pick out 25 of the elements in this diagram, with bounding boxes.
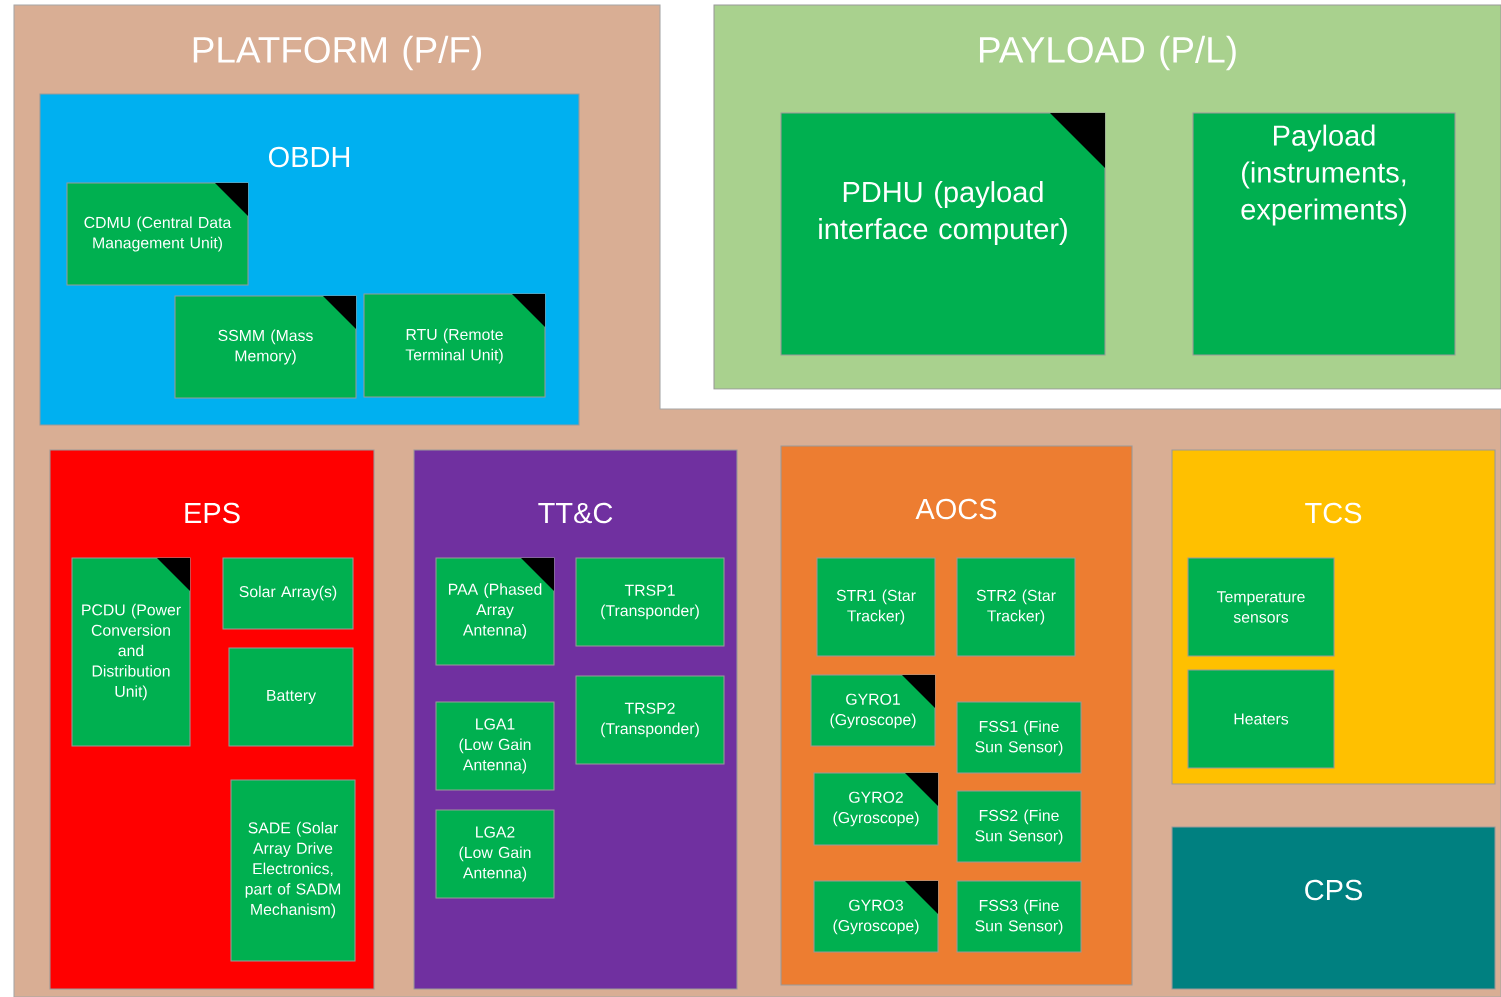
subsystem-panel: CPS xyxy=(1171,826,1496,990)
unit-box: FSS1 (Fine Sun Sensor) xyxy=(956,701,1082,774)
unit-box: Solar Array(s) xyxy=(222,557,354,630)
unit-box: Heaters xyxy=(1187,669,1335,769)
unit-box: GYRO3 (Gyroscope) xyxy=(813,880,939,953)
unit-box: PCDU (Power Conversion and Distribution Unit) xyxy=(71,557,191,747)
unit-box: Battery xyxy=(228,647,354,747)
unit-box: SSMM (Mass Memory) xyxy=(174,295,357,399)
unit-box: STR1 (Star Tracker) xyxy=(816,557,936,657)
unit-box: FSS3 (Fine Sun Sensor) xyxy=(956,880,1082,953)
unit-box: SADE (Solar Array Drive Electronics, part of SADM Mechanism) xyxy=(230,779,356,962)
unit-box: CDMU (Central Data Management Unit) xyxy=(66,182,249,286)
unit-box: STR2 (Star Tracker) xyxy=(956,557,1076,657)
unit-box: TRSP1 (Transponder) xyxy=(575,557,725,647)
unit-box: RTU (Remote Terminal Unit) xyxy=(363,293,546,398)
unit-box: Temperature sensors xyxy=(1187,557,1335,657)
unit-box: GYRO2 (Gyroscope) xyxy=(813,772,939,846)
unit-box: PDHU (payload interface computer) xyxy=(780,112,1106,356)
unit-box: LGA1 (Low Gain Antenna) xyxy=(435,701,555,791)
unit-box: PAA (Phased Array Antenna) xyxy=(435,557,555,666)
unit-box: TRSP2 (Transponder) xyxy=(575,675,725,765)
unit-box: GYRO1 (Gyroscope) xyxy=(810,674,936,747)
unit-box: Payload (instruments, experiments) xyxy=(1192,112,1456,356)
unit-box: LGA2 (Low Gain Antenna) xyxy=(435,809,555,899)
unit-box: FSS2 (Fine Sun Sensor) xyxy=(956,790,1082,863)
